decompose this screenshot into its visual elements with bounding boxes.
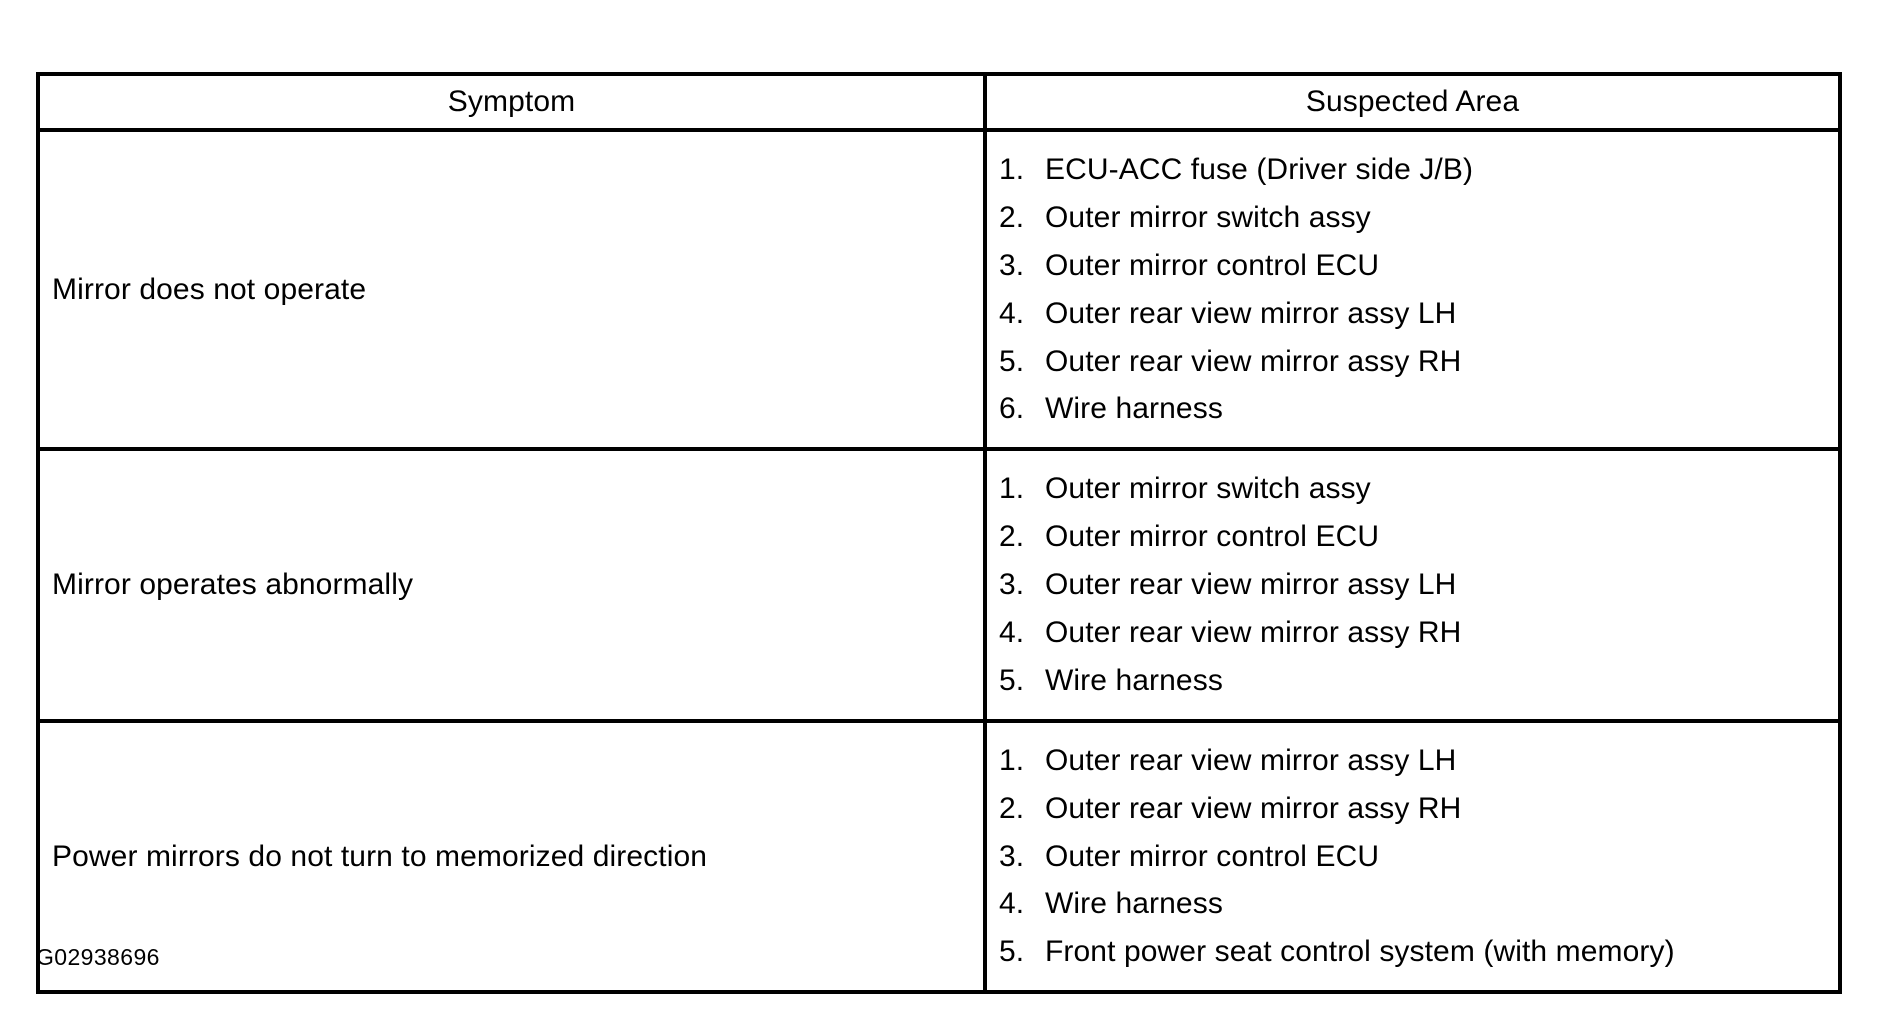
list-item-label: Outer rear view mirror assy LH bbox=[1045, 296, 1457, 330]
symptom-text: Mirror does not operate bbox=[52, 272, 367, 306]
table-row: Power mirrors do not turn to memorized d… bbox=[36, 718, 1842, 995]
list-item-label: Outer rear view mirror assy RH bbox=[1045, 791, 1462, 825]
list-item: 1. Outer rear view mirror assy LH bbox=[999, 737, 1828, 785]
symptom-cell: Power mirrors do not turn to memorized d… bbox=[36, 718, 987, 995]
list-item: 2. Outer mirror switch assy bbox=[999, 194, 1828, 242]
list-item-number: 2. bbox=[999, 200, 1025, 234]
suspected-area-list: 1. ECU-ACC fuse (Driver side J/B) 2. Outer … bbox=[999, 146, 1828, 433]
list-item-number: 1. bbox=[999, 743, 1025, 777]
symptom-suspected-area-table: Symptom Suspected Area Mirror does not o… bbox=[36, 72, 1842, 995]
list-item-number: 5. bbox=[999, 344, 1025, 378]
list-item: 3. Outer mirror control ECU bbox=[999, 833, 1828, 881]
list-item-label: Outer mirror switch assy bbox=[1045, 472, 1371, 506]
list-item-number: 3. bbox=[999, 568, 1025, 602]
list-item-label: Outer mirror control ECU bbox=[1045, 248, 1380, 282]
table-row: Mirror does not operate 1. ECU-ACC fuse (D… bbox=[36, 127, 1842, 452]
suspected-area-list: 1. Outer rear view mirror assy LH 2. Outer … bbox=[999, 737, 1828, 976]
list-item: 2. Outer mirror control ECU bbox=[999, 513, 1828, 561]
list-item-label: Outer rear view mirror assy RH bbox=[1045, 616, 1462, 650]
list-item-number: 5. bbox=[999, 663, 1025, 697]
list-item: 5. Front power seat control system (with … bbox=[999, 928, 1828, 976]
list-item-label: Wire harness bbox=[1045, 663, 1223, 697]
list-item-label: Front power seat control system (with me… bbox=[1045, 935, 1675, 969]
list-item: 3. Outer rear view mirror assy LH bbox=[999, 561, 1828, 609]
list-item-number: 1. bbox=[999, 153, 1025, 186]
list-item: 4. Outer rear view mirror assy RH bbox=[999, 609, 1828, 657]
list-item-number: 5. bbox=[999, 935, 1025, 969]
list-item-number: 2. bbox=[999, 791, 1025, 825]
table-header-row: Symptom Suspected Area bbox=[36, 72, 1842, 132]
list-item-number: 4. bbox=[999, 887, 1025, 921]
table-row: Mirror operates abnormally 1. Outer mirror… bbox=[36, 447, 1842, 723]
list-item: 2. Outer rear view mirror assy RH bbox=[999, 785, 1828, 833]
symptom-cell: Mirror does not operate bbox=[36, 127, 987, 452]
symptom-text: Mirror operates abnormally bbox=[52, 568, 414, 602]
list-item-label: Wire harness bbox=[1045, 392, 1223, 426]
column-header-suspected-area: Suspected Area bbox=[983, 72, 1842, 132]
list-item-label: Outer rear view mirror assy LH bbox=[1045, 568, 1457, 602]
column-header-symptom: Symptom bbox=[36, 72, 987, 132]
list-item-number: 3. bbox=[999, 839, 1025, 873]
suspected-area-cell: 1. Outer rear view mirror assy LH 2. Outer … bbox=[983, 718, 1842, 995]
list-item: 5. Outer rear view mirror assy RH bbox=[999, 338, 1828, 386]
list-item: 6. Wire harness bbox=[999, 385, 1828, 433]
list-item-number: 3. bbox=[999, 248, 1025, 282]
list-item-number: 6. bbox=[999, 392, 1025, 426]
list-item-label: Outer rear view mirror assy RH bbox=[1045, 344, 1462, 378]
list-item-number: 2. bbox=[999, 520, 1025, 554]
list-item-number: 4. bbox=[999, 296, 1025, 330]
list-item: 1. ECU-ACC fuse (Driver side J/B) bbox=[999, 146, 1828, 194]
list-item: 4. Wire harness bbox=[999, 880, 1828, 928]
list-item-label: Outer mirror control ECU bbox=[1045, 520, 1380, 554]
list-item-label: Outer mirror switch assy bbox=[1045, 200, 1371, 234]
list-item-number: 1. bbox=[999, 472, 1025, 506]
list-item-number: 4. bbox=[999, 616, 1025, 650]
list-item: 1. Outer mirror switch assy bbox=[999, 465, 1828, 513]
list-item: 4. Outer rear view mirror assy LH bbox=[999, 290, 1828, 338]
symptom-cell: Mirror operates abnormally bbox=[36, 447, 987, 723]
figure-id-caption: G02938696 bbox=[36, 944, 160, 970]
list-item-label: Outer mirror control ECU bbox=[1045, 839, 1380, 873]
list-item-label: Outer rear view mirror assy LH bbox=[1045, 743, 1457, 777]
list-item: 3. Outer mirror control ECU bbox=[999, 242, 1828, 290]
list-item-label: Wire harness bbox=[1045, 887, 1223, 921]
suspected-area-cell: 1. Outer mirror switch assy 2. Outer mirror… bbox=[983, 447, 1842, 723]
suspected-area-cell: 1. ECU-ACC fuse (Driver side J/B) 2. Outer … bbox=[983, 127, 1842, 452]
table-header: Symptom Suspected Area bbox=[36, 72, 1842, 132]
symptom-text: Power mirrors do not turn to memorized d… bbox=[52, 839, 708, 873]
list-item-label: ECU-ACC fuse (Driver side J/B) bbox=[1045, 153, 1474, 186]
list-item: 5. Wire harness bbox=[999, 657, 1828, 705]
table-body: Mirror does not operate 1. ECU-ACC fuse (D… bbox=[36, 127, 1842, 995]
suspected-area-list: 1. Outer mirror switch assy 2. Outer mirror… bbox=[999, 465, 1828, 704]
